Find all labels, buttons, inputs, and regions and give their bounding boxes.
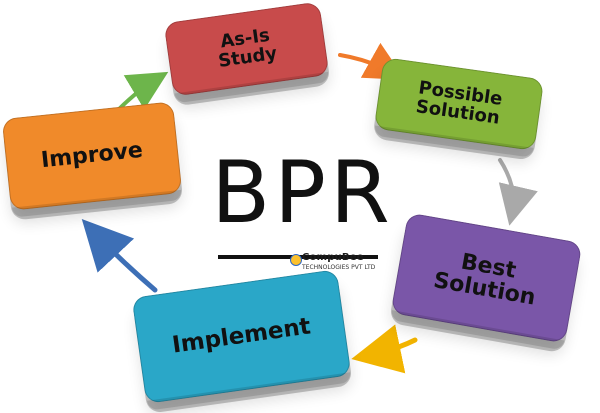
- step-as-is-line2: Study: [216, 42, 279, 72]
- step-possible-solution: Possible Solution: [373, 57, 545, 151]
- step-best-solution: Best Solution: [390, 212, 583, 344]
- arrow-implement-to-improve: [81, 219, 158, 293]
- step-as-is-study: As-Is Study: [163, 1, 330, 97]
- brand-name: CompuBee: [302, 252, 364, 263]
- center-title: BPR: [211, 143, 394, 243]
- step-improve: Improve: [1, 101, 183, 211]
- arrow-best-to-implement: [351, 324, 418, 374]
- brand-tagline: TECHNOLOGIES PVT LTD: [302, 264, 376, 271]
- step-implement-label: Implement: [170, 313, 313, 359]
- arrow-possible-to-best: [498, 158, 538, 226]
- brand-logo: CompuBee TECHNOLOGIES PVT LTD: [288, 250, 408, 272]
- step-improve-label: Improve: [39, 138, 145, 174]
- step-implement: Implement: [131, 269, 352, 404]
- bee-logo-icon: [290, 254, 302, 266]
